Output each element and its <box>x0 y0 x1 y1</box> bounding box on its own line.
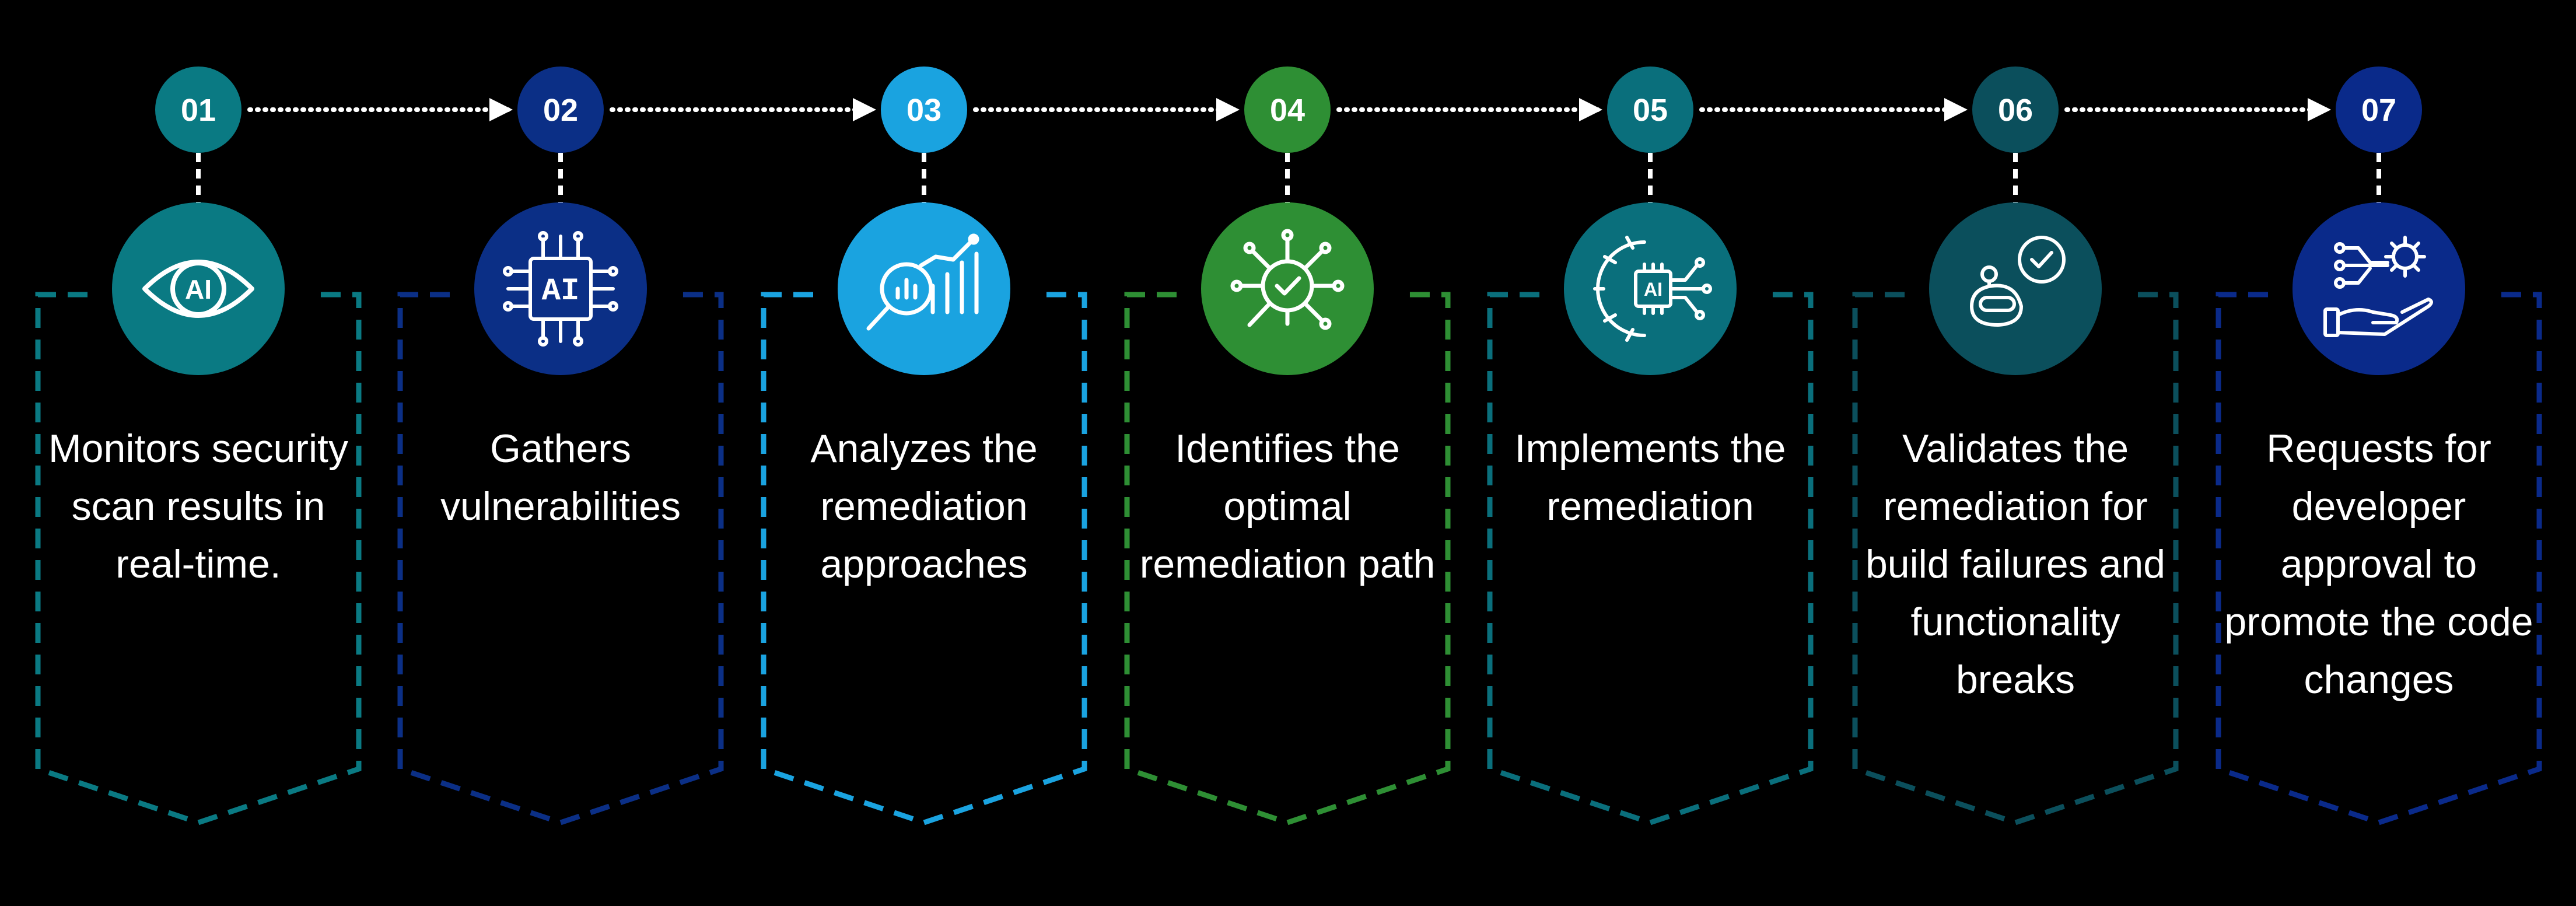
step-number: 04 <box>1270 93 1305 128</box>
step-1: 01 AI <box>35 67 362 825</box>
step-6-description: Validates the remediation for build fail… <box>1865 426 2166 702</box>
step-number-badge <box>1607 67 1693 153</box>
ai-eye-icon <box>112 202 285 375</box>
step-number-badge <box>155 67 242 153</box>
step-frame <box>2216 292 2542 825</box>
hand-gear-network-icon-glyph <box>2323 236 2433 337</box>
svg-text:AI: AI <box>185 274 212 305</box>
ai-chip-icon <box>474 202 647 375</box>
step-1-description: Monitors security scan results in real-t… <box>48 426 348 586</box>
step-number-badge <box>517 67 604 153</box>
step-number-badge <box>881 67 967 153</box>
ai-eye-icon-glyph: AI <box>142 260 254 318</box>
step-number: 02 <box>543 93 578 128</box>
step-number: 05 <box>1633 93 1668 128</box>
step-6: 06 <box>1852 67 2179 825</box>
step-2: 02 AI <box>397 67 724 825</box>
step-number: 07 <box>2361 93 2396 128</box>
step-frame <box>761 292 1087 825</box>
check-magnifier-icon-glyph <box>1230 229 1345 330</box>
step-7: 07 <box>2216 67 2542 825</box>
ai-chip-icon-glyph: AI <box>503 231 618 347</box>
svg-text:AI: AI <box>1644 279 1662 300</box>
step-3: 03 <box>761 67 1087 825</box>
step-3-description: Analyzes the remediation approaches <box>810 426 1038 586</box>
step-number-badge <box>2336 67 2422 153</box>
step-frame <box>35 292 362 825</box>
step-frame <box>1124 292 1451 825</box>
step-number: 03 <box>907 93 942 128</box>
analysis-magnifier-icon-glyph <box>866 233 979 331</box>
ai-gear-icon <box>1564 202 1737 375</box>
svg-text:AI: AI <box>542 274 580 309</box>
step-5: 05 AI <box>1487 67 1814 825</box>
step-frame <box>1852 292 2179 825</box>
step-frame <box>397 292 724 825</box>
ai-gear-icon-glyph: AI <box>1593 236 1712 342</box>
step-number-badge <box>1244 67 1331 153</box>
step-5-description: Implements the remediation <box>1514 426 1786 529</box>
step-2-description: Gathers vulnerabilities <box>440 426 681 529</box>
step-4: 04 <box>1124 67 1451 825</box>
step-number: 06 <box>1998 93 2033 128</box>
step-frame <box>1487 292 1814 825</box>
robot-check-icon-glyph <box>1970 236 2066 327</box>
step-number: 01 <box>181 93 216 128</box>
step-4-description: Identifies the optimal remediation path <box>1139 426 1436 586</box>
step-number-badge <box>1972 67 2059 153</box>
step-7-description: Requests for developer approval to promo… <box>2224 426 2533 702</box>
